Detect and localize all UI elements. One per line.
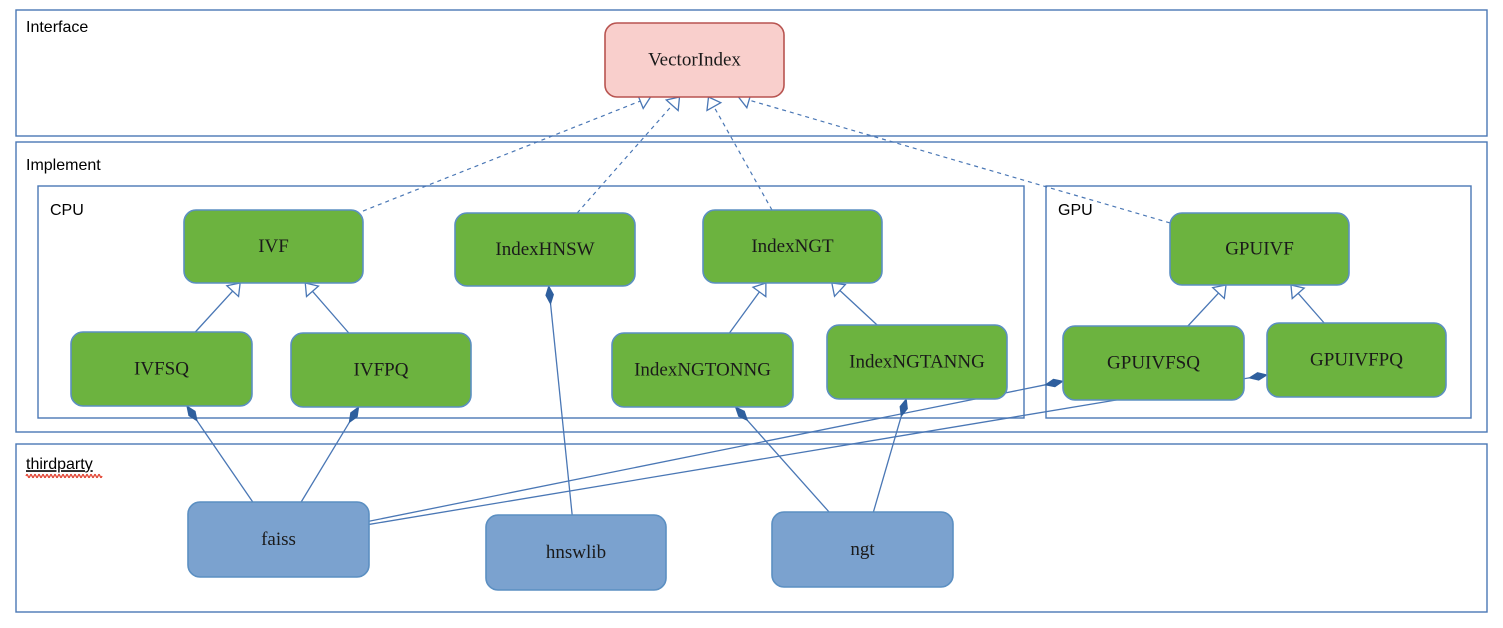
edge-faiss-composes-ivfsq: [186, 404, 254, 503]
node-box-gpuivf[interactable]: [1169, 212, 1350, 286]
node-indexngtanng[interactable]: IndexNGTANNG: [826, 324, 1008, 400]
edge-line-faiss-composes-ivfsq: [196, 420, 254, 503]
package-label-thirdparty: thirdparty: [26, 456, 93, 473]
edge-line-faiss-composes-ivfpq: [300, 422, 350, 503]
node-label-vectorindex: VectorIndex: [648, 49, 741, 70]
node-box-indexngtonng[interactable]: [611, 332, 794, 408]
node-label-gpuivfpq: GPUIVFPQ: [1310, 349, 1403, 370]
node-hnswlib[interactable]: hnswlib: [485, 514, 667, 591]
arrowhead-triangle-ivfpq-inherits-ivf: [304, 282, 320, 298]
edge-line-indexngt-realizes-vectorindex: [713, 106, 773, 211]
edge-line-indexngtanng-inherits-indexngt: [839, 290, 878, 326]
edge-indexngtonng-inherits-indexngt: [728, 282, 767, 334]
node-label-indexngtonng: IndexNGTONNG: [634, 359, 771, 380]
edge-line-ngt-composes-indexngtonng: [746, 420, 830, 513]
node-box-vectorindex[interactable]: [604, 22, 785, 98]
node-ivf[interactable]: IVF: [183, 209, 364, 284]
spellcheck-squiggle-thirdparty: [25, 473, 103, 479]
edge-line-faiss-composes-gpuivfpq: [368, 377, 1250, 526]
arrowhead-diamond-faiss-composes-gpuivfsq: [1044, 378, 1065, 388]
node-indexngt[interactable]: IndexNGT: [702, 209, 883, 284]
arrowhead-triangle-ivfsq-inherits-ivf: [225, 282, 241, 298]
node-label-gpuivf: GPUIVF: [1225, 238, 1294, 259]
node-box-gpuivfsq[interactable]: [1062, 325, 1245, 401]
node-gpuivfpq[interactable]: GPUIVFPQ: [1266, 322, 1447, 398]
node-box-indexngtanng[interactable]: [826, 324, 1008, 400]
edge-layer: [186, 91, 1325, 526]
package-label-gpu: GPU: [1058, 202, 1093, 219]
node-label-ivfpq: IVFPQ: [354, 359, 409, 380]
node-vectorindex[interactable]: VectorIndex: [604, 22, 785, 98]
edge-faiss-composes-gpuivfsq: [368, 378, 1065, 522]
node-label-indexngt: IndexNGT: [751, 236, 834, 257]
arrowhead-diamond-faiss-composes-gpuivfpq: [1247, 372, 1269, 381]
edge-line-hnswlib-composes-indexhnsw: [549, 303, 573, 516]
node-box-ngt[interactable]: [771, 511, 954, 588]
edge-line-ngt-composes-indexngtanng: [872, 416, 902, 513]
node-label-faiss: faiss: [261, 529, 296, 550]
node-label-ivfsq: IVFSQ: [134, 358, 189, 379]
node-box-indexhnsw[interactable]: [454, 212, 636, 287]
package-label-implement: Implement: [26, 157, 101, 174]
edge-gpuivfpq-inherits-gpuivf: [1290, 284, 1325, 324]
edge-ivfsq-inherits-ivf: [194, 282, 241, 333]
edge-gpuivfsq-inherits-gpuivf: [1187, 284, 1227, 327]
node-box-indexngt[interactable]: [702, 209, 883, 284]
arrowhead-diamond-ngt-composes-indexngtanng: [899, 397, 908, 418]
node-box-faiss[interactable]: [187, 501, 370, 578]
edge-line-ivf-realizes-vectorindex: [362, 100, 641, 212]
edge-line-gpuivf-realizes-vectorindex: [748, 99, 1171, 224]
arrowhead-triangle-indexhnsw-realizes-vectorindex: [664, 96, 681, 112]
node-ngt[interactable]: ngt: [771, 511, 954, 588]
arrowhead-triangle-indexngtonng-inherits-indexngt: [751, 282, 767, 298]
node-indexhnsw[interactable]: IndexHNSW: [454, 212, 636, 287]
edge-line-gpuivfpq-inherits-gpuivf: [1297, 292, 1325, 324]
node-label-gpuivfsq: GPUIVFSQ: [1107, 352, 1200, 373]
edge-line-ivfsq-inherits-ivf: [194, 290, 234, 333]
node-box-ivfpq[interactable]: [290, 332, 472, 408]
node-label-hnswlib: hnswlib: [546, 542, 606, 563]
edge-faiss-composes-gpuivfpq: [368, 372, 1269, 526]
node-box-gpuivfpq[interactable]: [1266, 322, 1447, 398]
node-ivfpq[interactable]: IVFPQ: [290, 332, 472, 408]
edge-hnswlib-composes-indexhnsw: [545, 284, 573, 516]
arrowhead-diamond-ngt-composes-indexngtonng: [734, 406, 749, 422]
node-label-ngt: ngt: [850, 539, 875, 560]
node-box-ivf[interactable]: [183, 209, 364, 284]
edge-indexngt-realizes-vectorindex: [706, 96, 773, 211]
edge-faiss-composes-ivfpq: [300, 405, 360, 503]
node-box-hnswlib[interactable]: [485, 514, 667, 591]
arrowhead-triangle-indexngt-realizes-vectorindex: [706, 96, 723, 112]
node-gpuivfsq[interactable]: GPUIVFSQ: [1062, 325, 1245, 401]
edge-ngt-composes-indexngtanng: [872, 397, 908, 513]
node-ivfsq[interactable]: IVFSQ: [70, 331, 253, 407]
edge-line-ivfpq-inherits-ivf: [312, 290, 350, 334]
edge-line-indexngtonng-inherits-indexngt: [728, 291, 760, 334]
arrowhead-diamond-hnswlib-composes-indexhnsw: [545, 284, 554, 306]
edge-line-faiss-composes-gpuivfsq: [368, 384, 1046, 522]
arrowhead-diamond-faiss-composes-ivfpq: [348, 405, 360, 424]
arrowhead-triangle-indexngtanng-inherits-indexngt: [831, 282, 847, 298]
node-box-ivfsq[interactable]: [70, 331, 253, 407]
node-faiss[interactable]: faiss: [187, 501, 370, 578]
arrowhead-triangle-gpuivfsq-inherits-gpuivf: [1211, 284, 1227, 300]
edge-indexngtanng-inherits-indexngt: [831, 282, 878, 326]
arrowhead-diamond-faiss-composes-ivfsq: [186, 404, 198, 422]
edge-line-gpuivfsq-inherits-gpuivf: [1187, 292, 1220, 327]
edge-indexhnsw-realizes-vectorindex: [576, 96, 681, 214]
node-label-ivf: IVF: [258, 236, 289, 257]
package-label-cpu: CPU: [50, 202, 84, 219]
edge-ngt-composes-indexngtonng: [734, 406, 830, 513]
package-label-interface: Interface: [26, 19, 88, 36]
node-gpuivf[interactable]: GPUIVF: [1169, 212, 1350, 286]
node-label-indexhnsw: IndexHNSW: [495, 239, 594, 260]
node-indexngtonng[interactable]: IndexNGTONNG: [611, 332, 794, 408]
edge-ivfpq-inherits-ivf: [304, 282, 350, 334]
arrowhead-triangle-gpuivfpq-inherits-gpuivf: [1290, 284, 1306, 300]
node-label-indexngtanng: IndexNGTANNG: [849, 351, 985, 372]
